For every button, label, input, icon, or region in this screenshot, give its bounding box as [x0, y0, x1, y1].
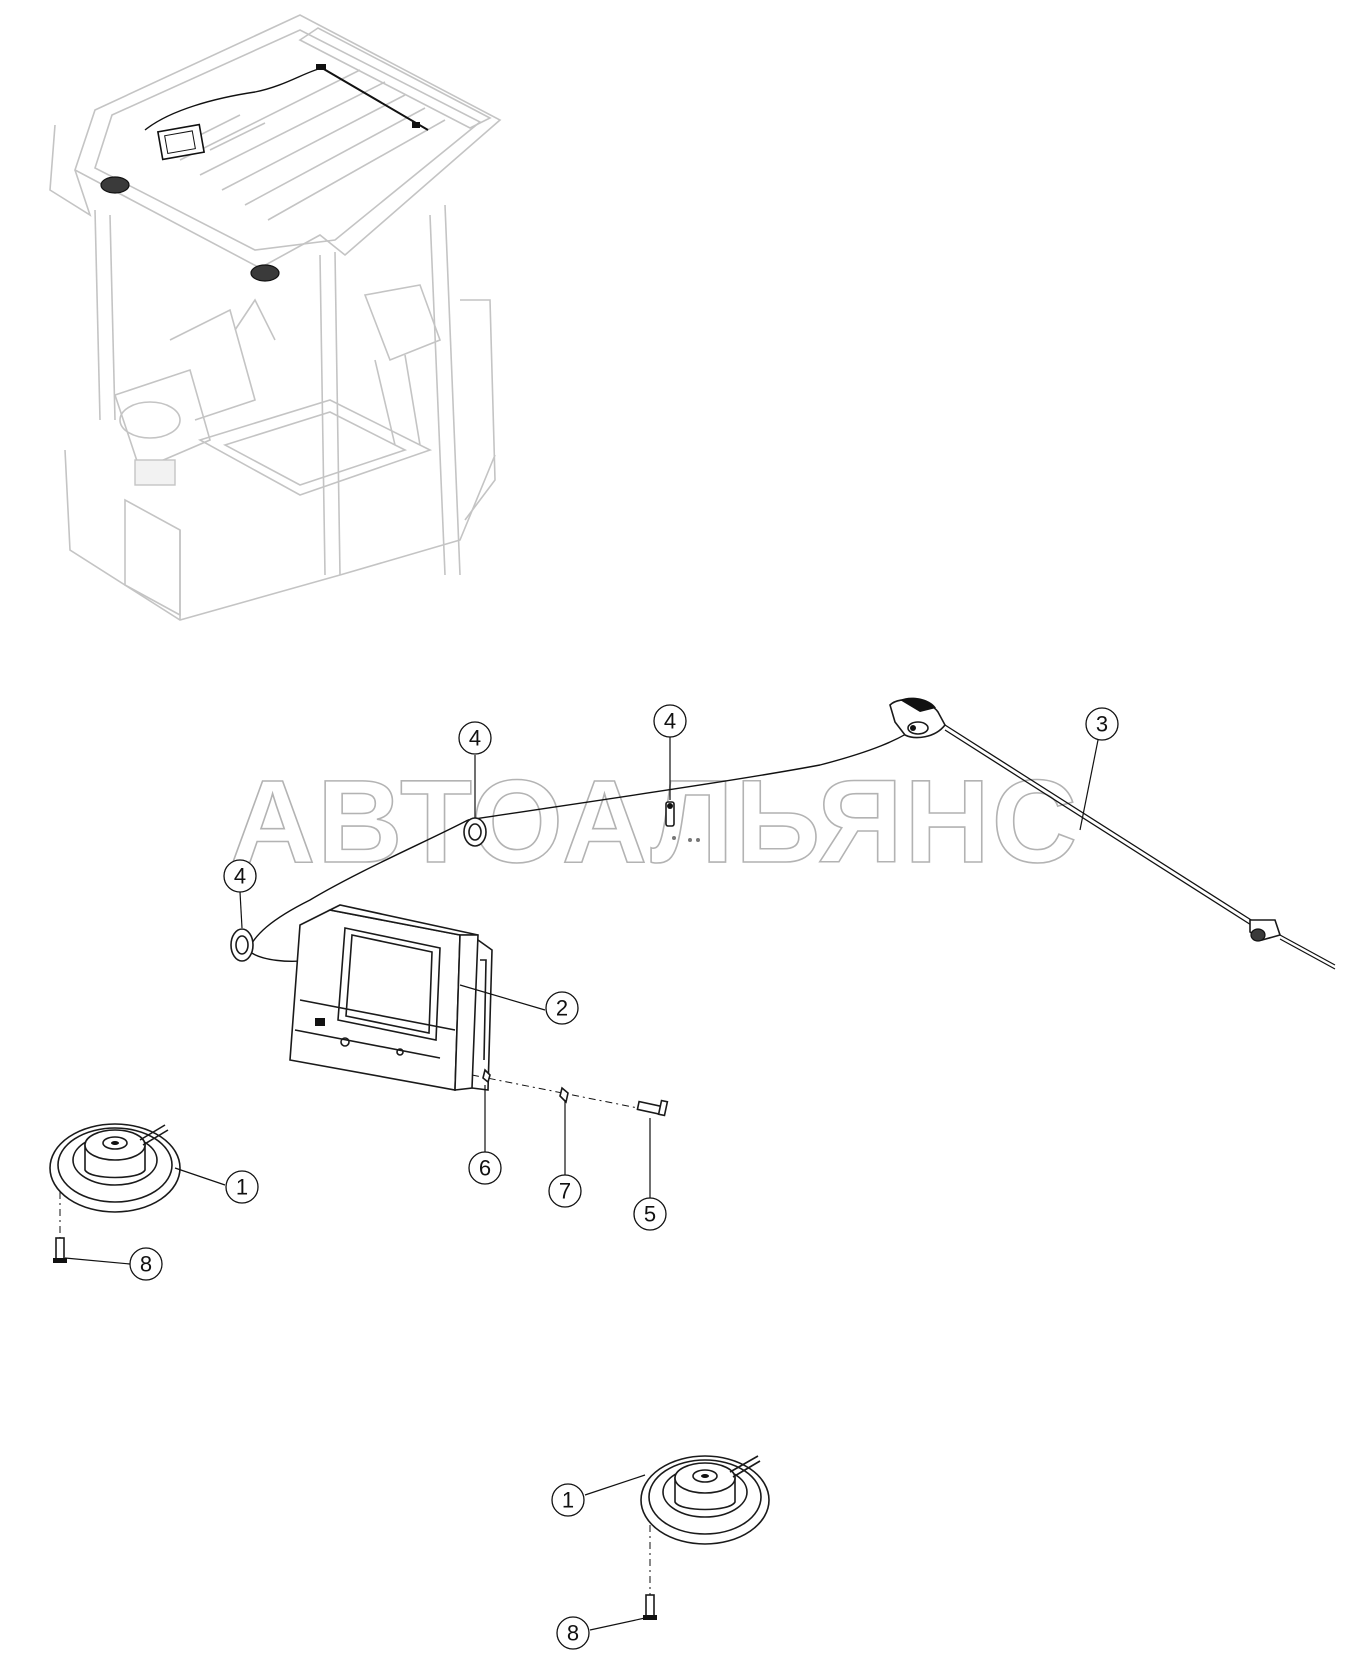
callout-label: 4 — [234, 864, 246, 889]
callout-7: 7 — [548, 1174, 582, 1208]
watermark: АВТОАЛЬЯНС — [230, 756, 1079, 888]
callout-label: 2 — [556, 996, 568, 1021]
fasteners — [471, 1068, 669, 1117]
callout-3: 3 — [1085, 707, 1119, 741]
speaker-bottom — [640, 1455, 770, 1620]
callout-4-left: 4 — [223, 859, 257, 893]
callout-label: 3 — [1096, 712, 1108, 737]
callout-label: 8 — [140, 1252, 152, 1277]
callout-label: 4 — [469, 726, 481, 751]
cable-part — [230, 801, 700, 962]
speaker-left — [49, 1123, 181, 1263]
callout-label: 8 — [567, 1621, 579, 1646]
callout-8-left: 8 — [129, 1247, 163, 1281]
callout-label: 5 — [644, 1202, 656, 1227]
cab-overview — [49, 14, 502, 621]
antenna-part — [467, 697, 1336, 970]
callout-5: 5 — [633, 1197, 667, 1231]
callout-4-top: 4 — [653, 704, 687, 738]
callout-label: 4 — [664, 709, 676, 734]
callout-label: 1 — [562, 1488, 574, 1513]
callout-6: 6 — [468, 1151, 502, 1185]
callout-1-bottom: 1 — [551, 1483, 585, 1517]
callout-label: 6 — [479, 1156, 491, 1181]
callout-label: 7 — [559, 1179, 571, 1204]
radio-part — [289, 904, 493, 1091]
callout-2: 2 — [545, 991, 579, 1025]
callout-8-bottom: 8 — [556, 1616, 590, 1650]
leader-lines — [64, 737, 1099, 1631]
callout-4-middle: 4 — [458, 721, 492, 755]
callout-1-left: 1 — [225, 1170, 259, 1204]
callout-label: 1 — [236, 1175, 248, 1200]
